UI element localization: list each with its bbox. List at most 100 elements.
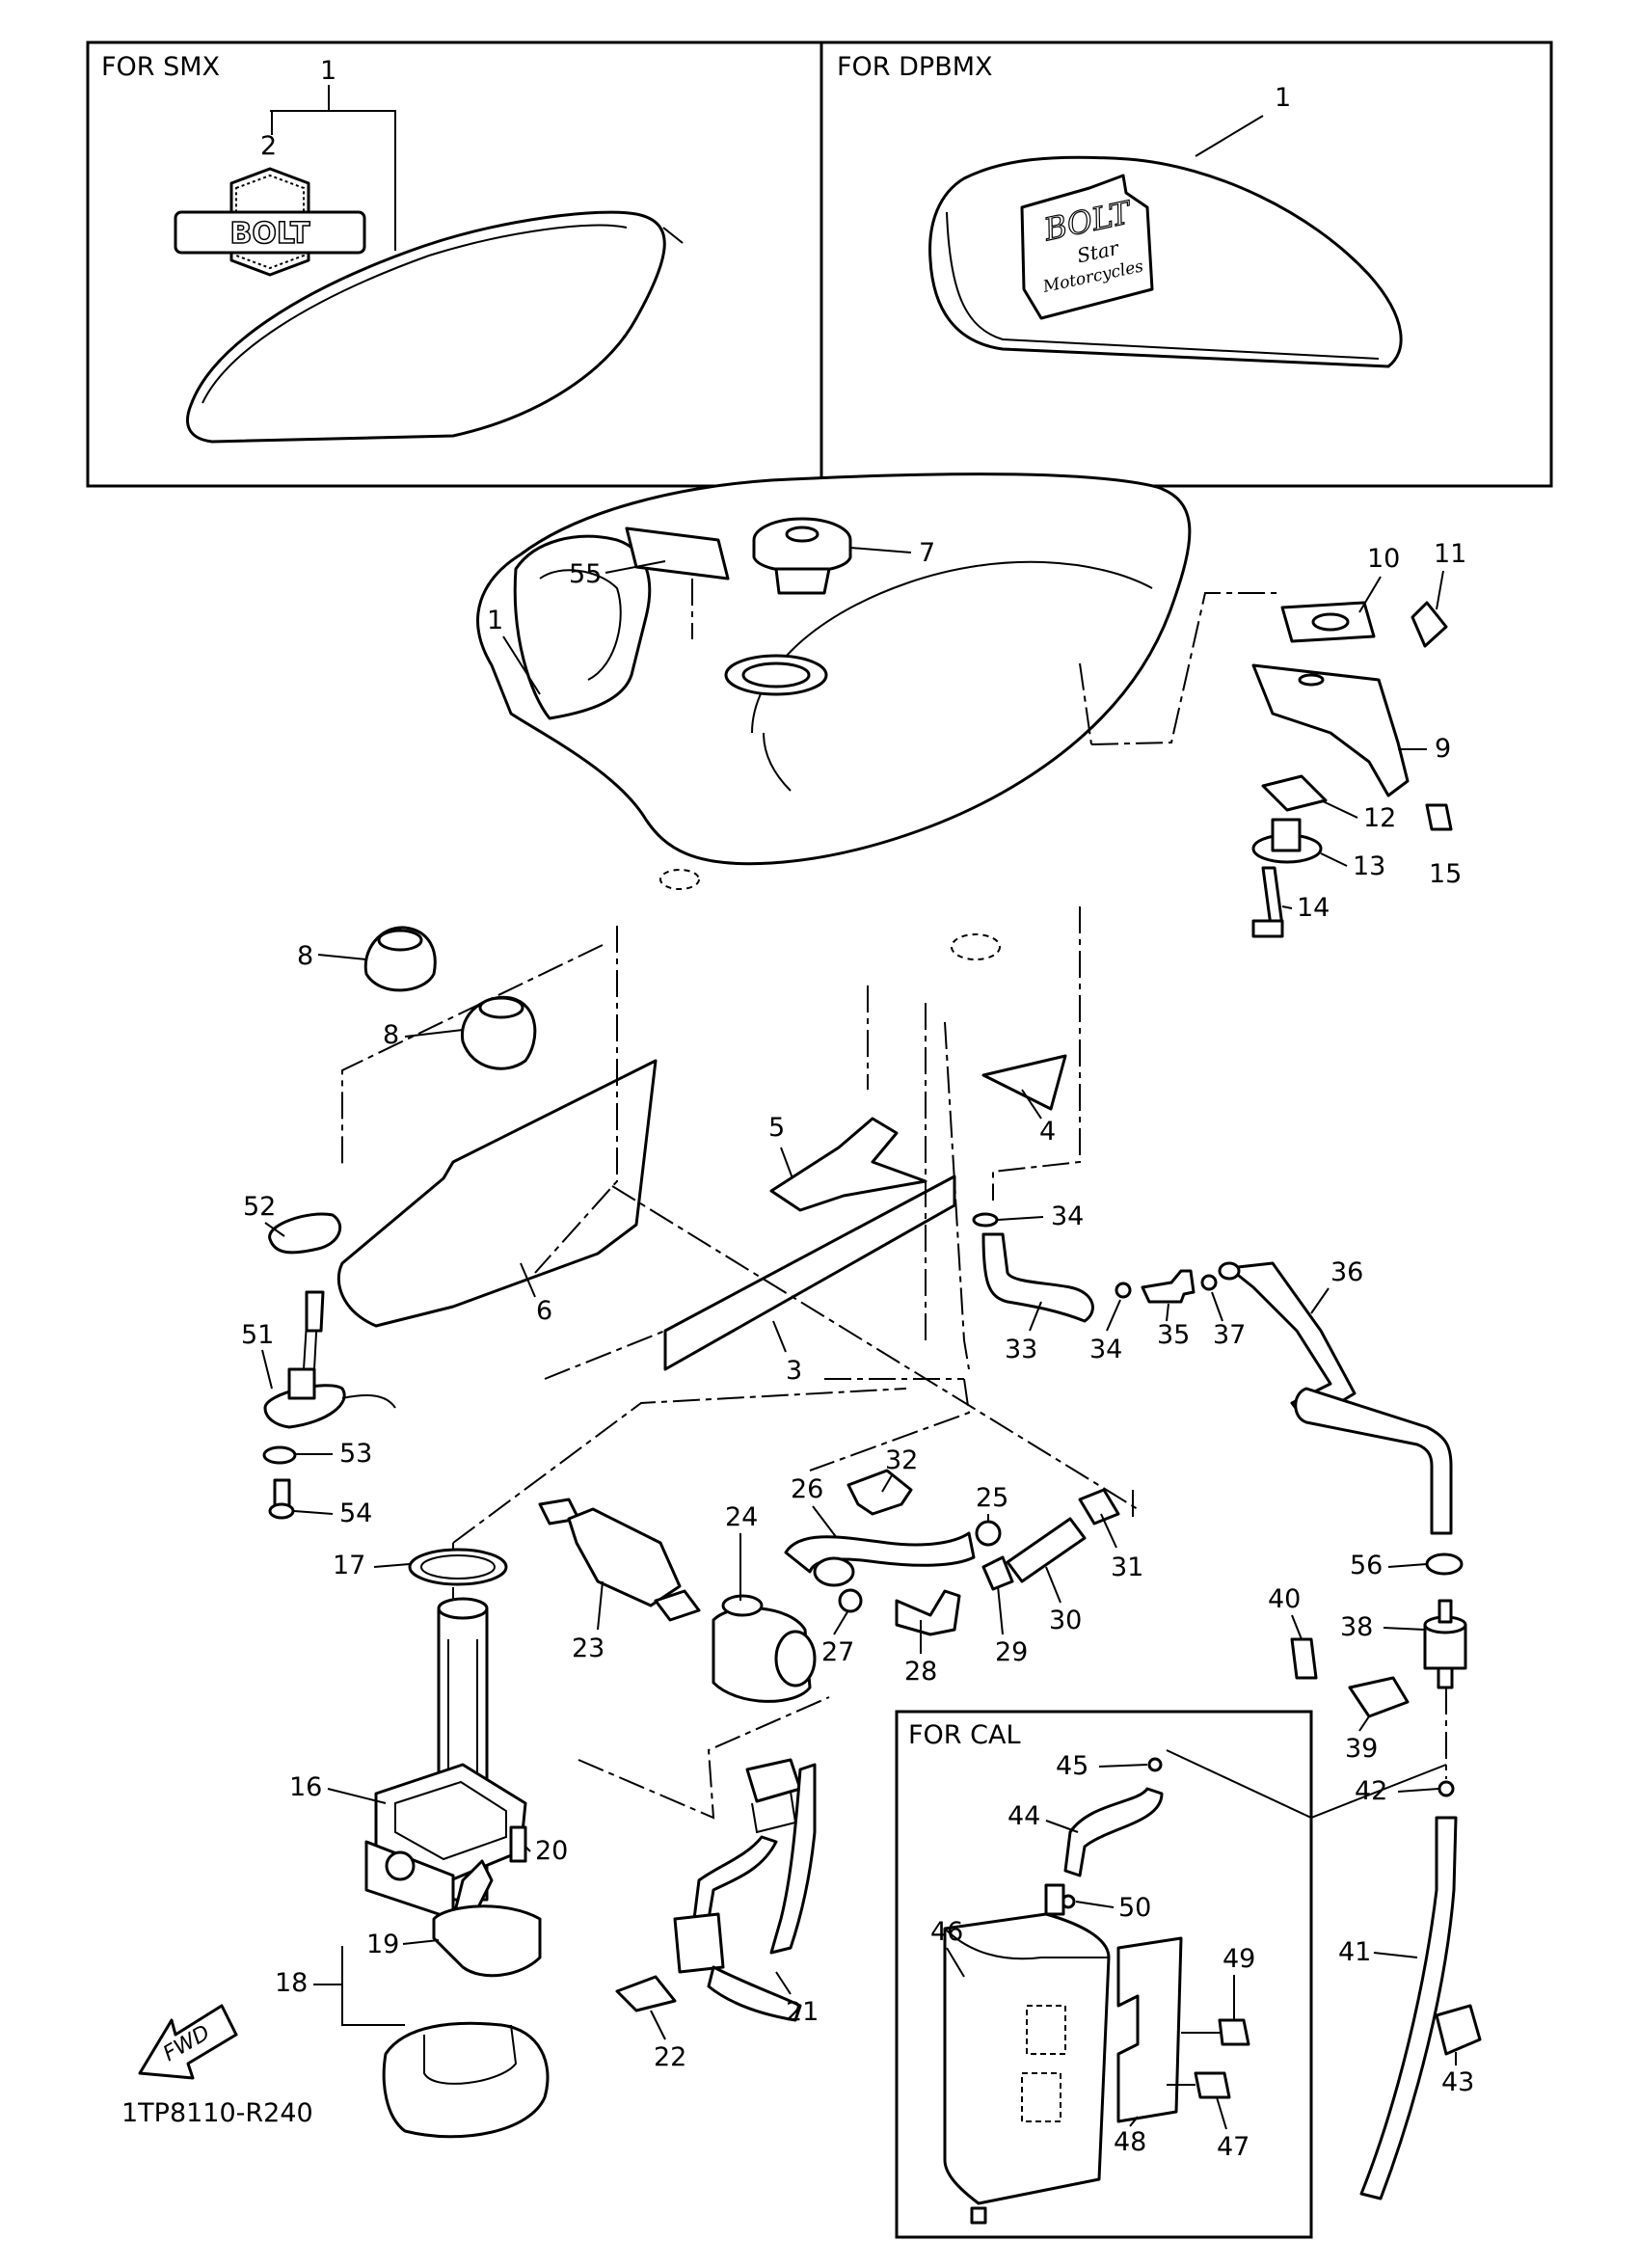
star-decal	[1020, 174, 1154, 320]
callout: 42	[1355, 1776, 1387, 1806]
clip-42	[1437, 1780, 1455, 1797]
bolt-emblem-text: BOLT	[230, 217, 311, 251]
cover-19	[432, 1904, 542, 1978]
bracket-48	[1116, 1936, 1183, 2123]
callout: 31	[1111, 1552, 1143, 1582]
callout: 3	[786, 1356, 802, 1386]
callout: 56	[1350, 1551, 1383, 1580]
callout: 17	[333, 1551, 365, 1580]
fuel-pump-16	[364, 1597, 527, 1921]
cal-box-label: FOR CAL	[908, 1720, 1021, 1750]
callout: 34	[1089, 1335, 1122, 1364]
callout: 21	[786, 1997, 819, 2027]
callout: 15	[1429, 859, 1462, 889]
hose-33	[981, 1232, 1094, 1323]
callout: 1	[1275, 83, 1291, 113]
screw-20	[509, 1825, 527, 1863]
clip-11	[1411, 601, 1448, 648]
tank-side-recess	[513, 534, 652, 720]
vent-hose-set	[972, 1212, 1453, 1535]
callout: 54	[339, 1498, 372, 1528]
clamp-43	[1435, 2004, 1482, 2056]
callout: 33	[1005, 1335, 1037, 1364]
callout: 38	[1340, 1612, 1373, 1642]
forward-arrow: FWD	[138, 2004, 238, 2080]
canister-46	[943, 1883, 1111, 2225]
callout: 20	[535, 1836, 568, 1866]
callout: 27	[821, 1637, 854, 1667]
diagram-code: 1TP8110-R240	[121, 2098, 313, 2128]
callout: 52	[243, 1192, 276, 1222]
damper-strip-3	[663, 1174, 956, 1371]
clamp-31	[1078, 1488, 1120, 1526]
callout: 6	[536, 1296, 552, 1326]
clip-34-upper	[972, 1212, 999, 1228]
hose-26	[784, 1531, 976, 1574]
callout: 8	[383, 1020, 399, 1050]
bolt-15	[1425, 803, 1453, 831]
callout: 23	[572, 1634, 605, 1663]
cal-canister-box: FOR CAL	[895, 1710, 1447, 2239]
callout: 41	[1338, 1937, 1371, 1967]
callout: 14	[1297, 893, 1330, 923]
callout: 5	[768, 1113, 785, 1143]
clip-37	[1200, 1274, 1218, 1291]
callout: 29	[995, 1637, 1028, 1667]
cal-frame	[895, 1710, 1313, 2239]
bracket-9	[1251, 663, 1410, 797]
clamp-25	[975, 1520, 1002, 1547]
cover-18	[382, 2021, 550, 2139]
callout: 53	[339, 1439, 372, 1469]
hose-44	[1063, 1787, 1164, 1877]
damper-plate-4	[981, 1054, 1067, 1111]
washer-53	[262, 1445, 297, 1465]
callout: 37	[1213, 1320, 1246, 1350]
dpbmx-box-label: FOR DPBMX	[837, 52, 993, 82]
hose-41	[1359, 1816, 1458, 2200]
callout: 22	[654, 2042, 686, 2072]
callout: 45	[1056, 1751, 1088, 1781]
side-cover-6	[336, 1059, 658, 1328]
callout: 12	[1363, 803, 1396, 833]
callout: 2	[260, 131, 277, 161]
callout: 46	[930, 1917, 963, 1947]
callout: 13	[1353, 851, 1385, 881]
pressure-regulator-24	[712, 1594, 817, 1703]
bolt-14	[1261, 866, 1284, 928]
callout: 19	[366, 1930, 399, 1959]
callout: 30	[1049, 1606, 1082, 1635]
callout: 47	[1217, 2132, 1249, 2162]
fuel-filter-23	[538, 1498, 701, 1622]
check-valve-38	[1423, 1599, 1467, 1689]
joint-28	[895, 1589, 961, 1636]
clamp-29	[981, 1555, 1014, 1591]
callout: 7	[919, 538, 935, 568]
callout: 49	[1223, 1944, 1255, 1974]
callout: 36	[1330, 1257, 1363, 1287]
callout: 1	[487, 606, 503, 635]
variant-boxes: FOR SMX FOR DPBMX BOLT BOLT Star Motorcy…	[86, 40, 1553, 488]
smx-tank-outline	[186, 210, 684, 444]
callout: 8	[297, 941, 313, 971]
clip-22	[615, 1975, 677, 2012]
fuel-cap	[752, 517, 852, 595]
callout: 9	[1435, 734, 1451, 764]
caution-label	[625, 526, 730, 580]
callout: 24	[725, 1502, 758, 1532]
callout: 26	[791, 1474, 823, 1504]
callout: 34	[1051, 1202, 1084, 1231]
callout: 4	[1039, 1117, 1056, 1147]
callout: 44	[1008, 1801, 1040, 1831]
callout: 50	[1118, 1893, 1151, 1923]
dpbmx-tank-outline: BOLT Star Motorcycles	[928, 155, 1403, 368]
smx-box-label: FOR SMX	[101, 52, 220, 82]
grommets	[363, 926, 537, 1070]
bolt-47	[1194, 2071, 1231, 2099]
fuel-sender-51	[263, 1290, 396, 1429]
screw-40	[1290, 1637, 1318, 1680]
callout: 1	[320, 56, 336, 86]
callout: 43	[1441, 2067, 1474, 2097]
hose-36	[1294, 1387, 1453, 1535]
clip-34-lower	[1115, 1282, 1132, 1299]
